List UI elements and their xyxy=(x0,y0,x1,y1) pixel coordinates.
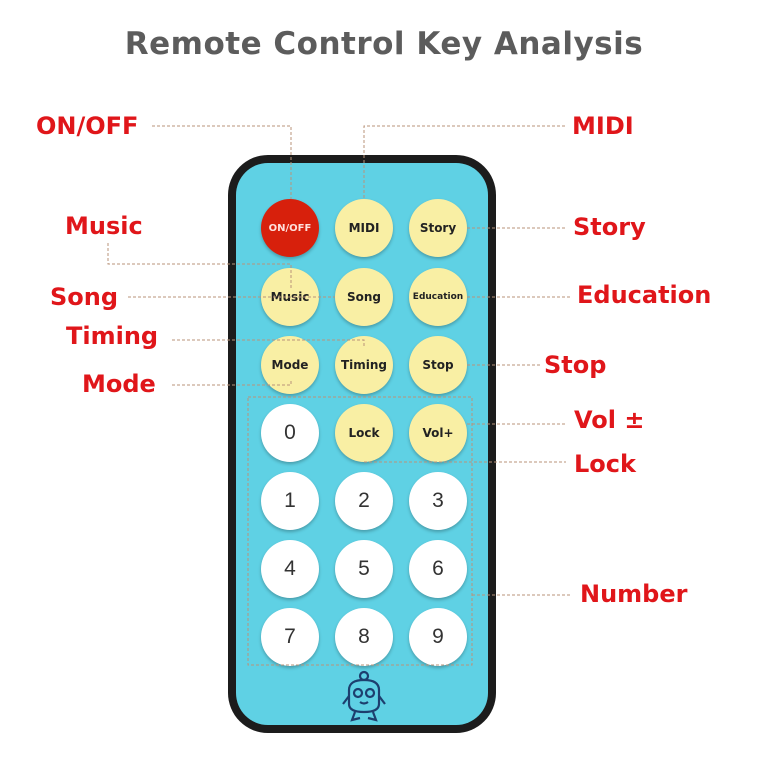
leader-music xyxy=(107,243,292,290)
leader-on-off xyxy=(152,125,292,199)
number-button-0[interactable]: 0 xyxy=(261,404,319,462)
stop-button[interactable]: Stop xyxy=(409,336,467,394)
story-button[interactable]: Story xyxy=(409,199,467,257)
number-group-outline xyxy=(247,396,473,666)
number-button-9[interactable]: 9 xyxy=(409,608,467,666)
label-story: Story xyxy=(573,213,646,241)
label-lock: Lock xyxy=(574,450,636,478)
label-stop: Stop xyxy=(544,351,607,379)
number-button-1[interactable]: 1 xyxy=(261,472,319,530)
number-button-2[interactable]: 2 xyxy=(335,472,393,530)
vol-button[interactable]: Vol+ xyxy=(409,404,467,462)
lock-button[interactable]: Lock xyxy=(335,404,393,462)
leader-mode xyxy=(172,380,292,386)
label-timing: Timing xyxy=(66,322,159,350)
number-button-3[interactable]: 3 xyxy=(409,472,467,530)
label-midi: MIDI xyxy=(572,112,634,140)
number-button-5[interactable]: 5 xyxy=(335,540,393,598)
leader-midi xyxy=(363,125,565,199)
label-vol: Vol ± xyxy=(574,406,645,434)
penguin-mascot-icon xyxy=(342,670,386,722)
label-mode: Mode xyxy=(82,370,156,398)
label-number: Number xyxy=(580,580,688,608)
label-on-off: ON/OFF xyxy=(36,112,139,140)
number-button-7[interactable]: 7 xyxy=(261,608,319,666)
mode-button[interactable]: Mode xyxy=(261,336,319,394)
label-music: Music xyxy=(65,212,143,240)
midi-button[interactable]: MIDI xyxy=(335,199,393,257)
on-off-button[interactable]: ON/OFF xyxy=(261,199,319,257)
number-button-8[interactable]: 8 xyxy=(335,608,393,666)
song-button[interactable]: Song xyxy=(335,268,393,326)
label-song: Song xyxy=(50,283,119,311)
number-button-6[interactable]: 6 xyxy=(409,540,467,598)
diagram-title: Remote Control Key Analysis xyxy=(124,26,644,62)
label-education: Education xyxy=(577,281,712,309)
education-button[interactable]: Education xyxy=(409,268,467,326)
number-button-4[interactable]: 4 xyxy=(261,540,319,598)
leader-timing xyxy=(172,339,365,346)
